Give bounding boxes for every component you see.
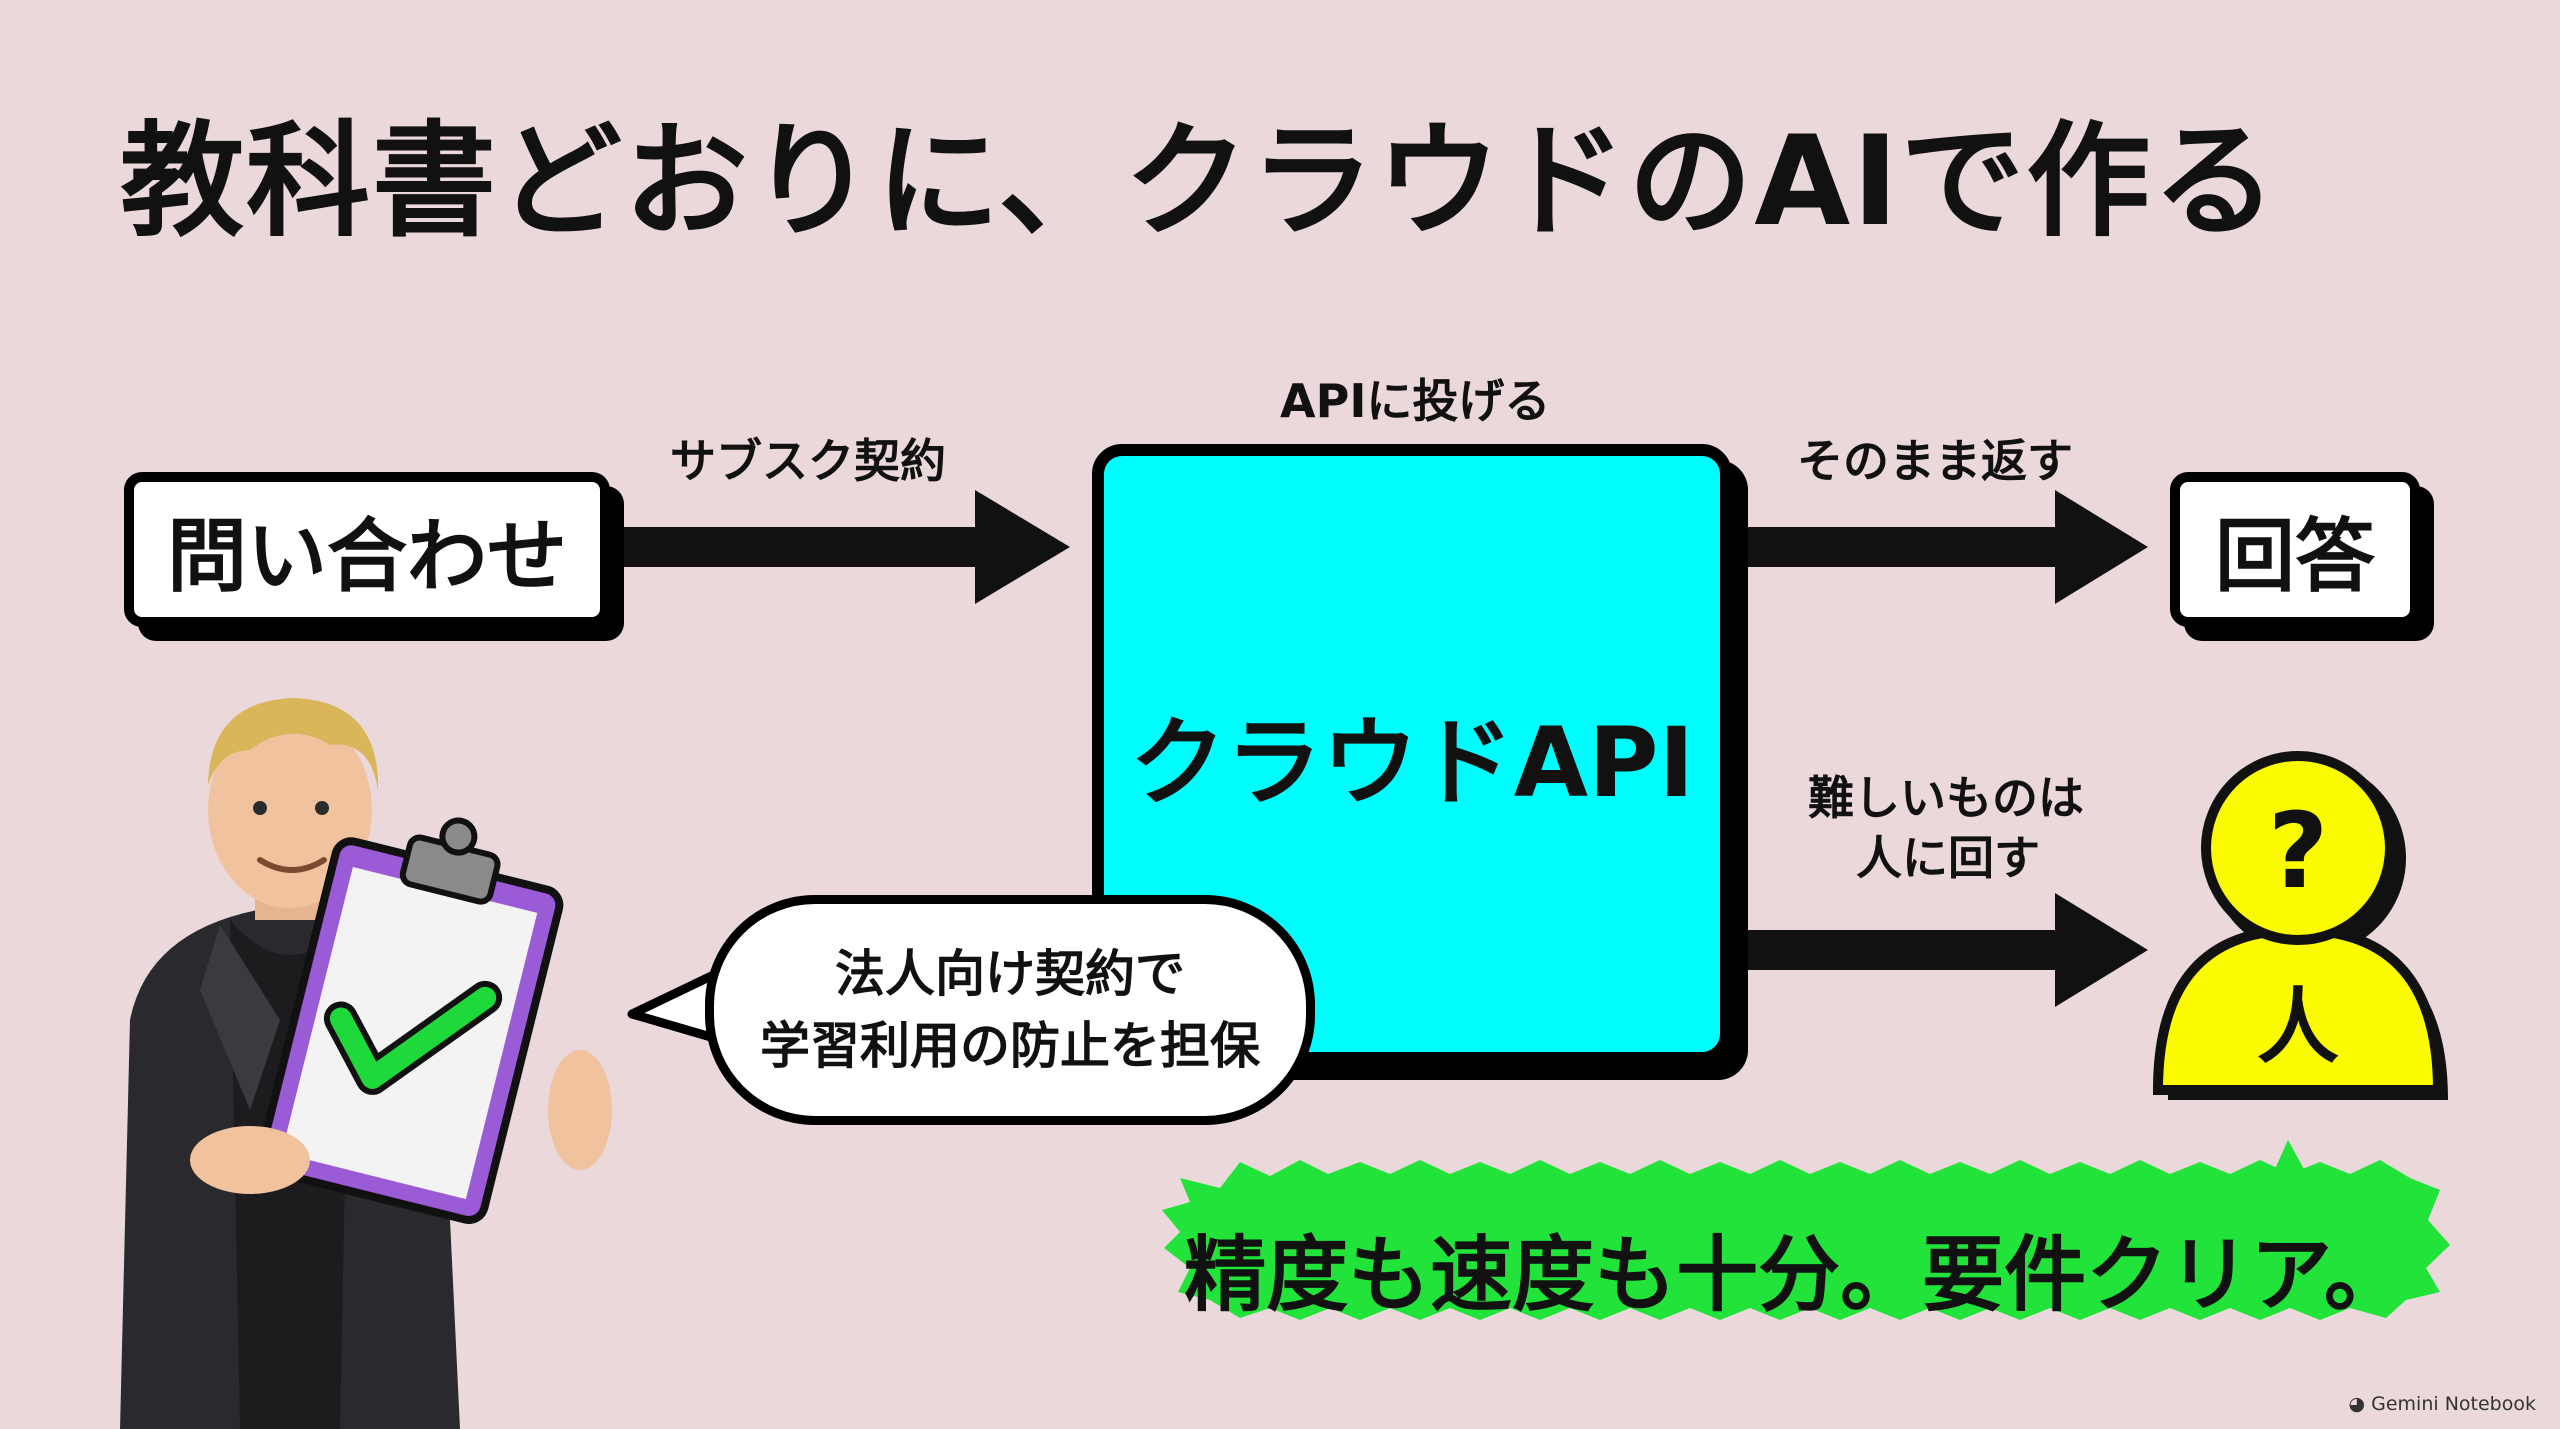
banner-text: 精度も速度も十分。要件クリア。 (1184, 1228, 2406, 1323)
arrow-api-to-person (1740, 893, 2148, 1007)
green-banner (1162, 1140, 2450, 1320)
arrow-inquiry-to-api (620, 490, 1070, 604)
speech-bubble: 法人向け契約で 学習利用の防止を担保 (705, 895, 1315, 1125)
person-icon (2152, 751, 2448, 1100)
brand-label: Gemini Notebook (2371, 1393, 2536, 1415)
page-title: 教科書どおりに、クラウドのAIで作る (120, 110, 2279, 254)
label-hard-ones-1: 難しいものは (1808, 771, 2084, 825)
node-person-label: 人 (2256, 980, 2339, 1075)
node-answer: 回答 (2170, 472, 2420, 627)
label-hard-ones-2: 人に回す (1856, 831, 2040, 885)
bubble-line-1: 法人向け契約で (835, 944, 1185, 1003)
question-mark-icon: ? (2267, 790, 2329, 912)
brand-icon: ◕ (2348, 1393, 2366, 1415)
label-subscription: サブスク契約 (670, 434, 946, 488)
node-inquiry: 問い合わせ (124, 472, 610, 627)
presenter-illustration (120, 698, 612, 1429)
arrow-api-to-answer (1740, 490, 2148, 604)
label-return-as-is: そのまま返す (1797, 434, 2073, 488)
bubble-line-2: 学習利用の防止を担保 (760, 1017, 1260, 1075)
brand-mark: ◕ Gemini Notebook (2349, 1393, 2536, 1415)
label-send-to-api: APIに投げる (1280, 374, 1551, 428)
